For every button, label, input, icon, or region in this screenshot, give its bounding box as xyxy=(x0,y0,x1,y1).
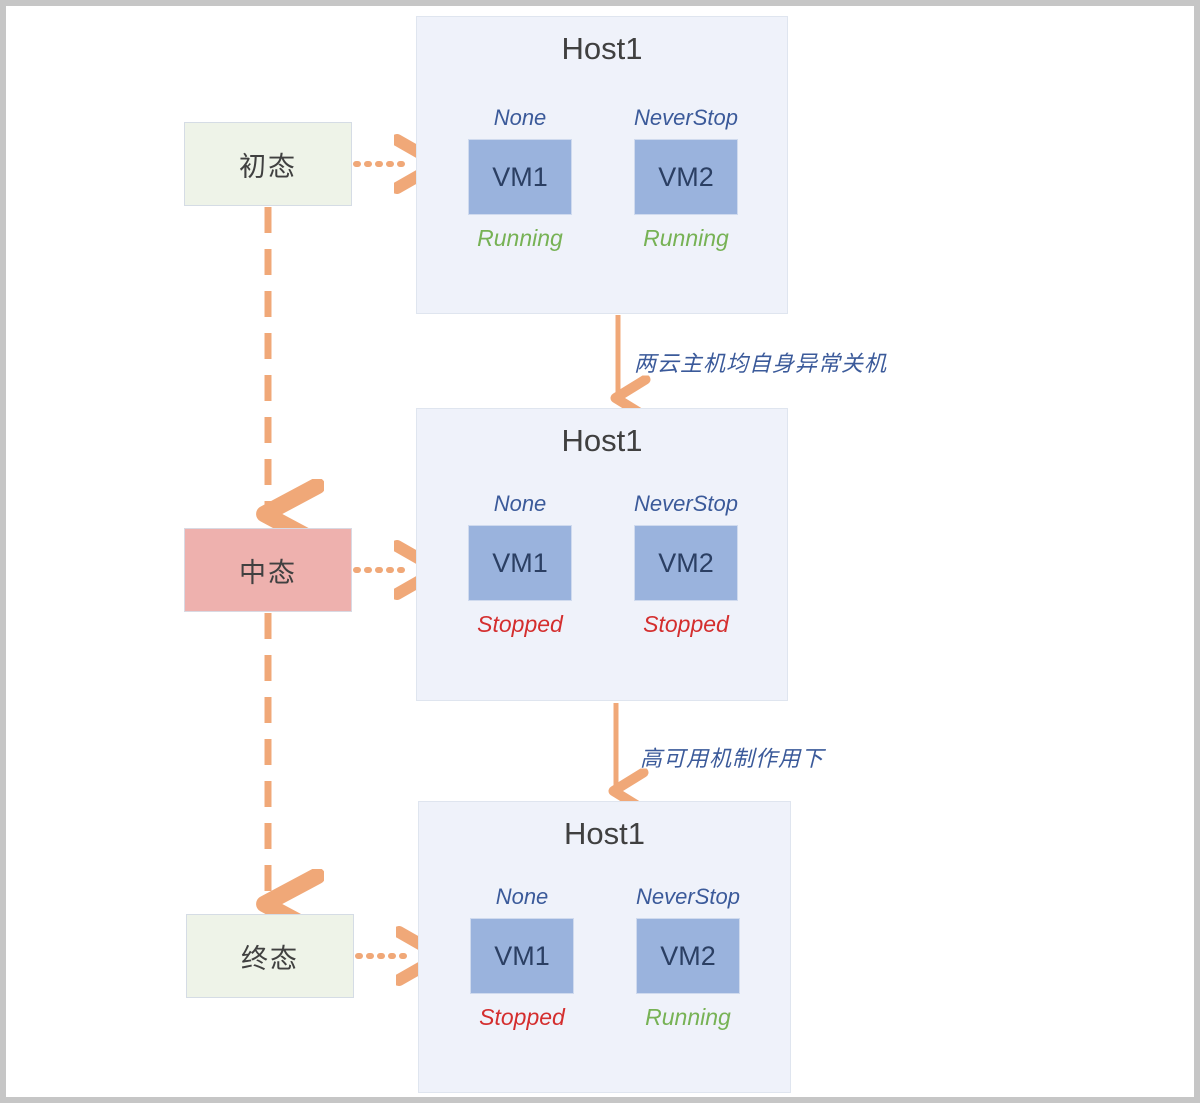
vm-block-stage-3-vm2[interactable]: VM2 xyxy=(636,918,740,994)
state-box-final[interactable]: 终态 xyxy=(186,914,354,998)
vm-status-stage-3-vm1: Stopped xyxy=(479,1004,565,1030)
state-label-init: 初态 xyxy=(239,151,297,182)
vm-status-stage-3-vm2: Running xyxy=(645,1004,731,1030)
host-box-stage-3[interactable]: Host1 None VM1 Stopped NeverStop VM2 Run… xyxy=(418,801,791,1093)
state-box-init[interactable]: 初态 xyxy=(184,122,352,206)
host-box-stage-1[interactable]: Host1 None VM1 Running NeverStop VM2 Run… xyxy=(416,16,788,314)
vm-status-stage-2-vm1: Stopped xyxy=(477,611,563,637)
host-box-stage-2[interactable]: Host1 None VM1 Stopped NeverStop VM2 Sto… xyxy=(416,408,788,701)
vm-policy-stage-3-vm1: None xyxy=(495,884,549,909)
vm-column-stage-1-vm1: None VM1 Running xyxy=(445,105,595,252)
vm-column-stage-3-vm1: None VM1 Stopped xyxy=(447,884,597,1031)
vm-block-stage-3-vm1[interactable]: VM1 xyxy=(470,918,574,994)
vm-policy-stage-1-vm1: None xyxy=(493,105,547,130)
state-label-mid: 中态 xyxy=(239,557,297,588)
host-title-stage-2: Host1 xyxy=(561,423,643,458)
state-label-final: 终态 xyxy=(241,943,299,974)
transition-label-2: 高可用机制作用下 xyxy=(640,746,825,771)
vm-block-stage-1-vm2[interactable]: VM2 xyxy=(634,139,738,215)
vm-policy-stage-2-vm1: None xyxy=(493,491,547,516)
vm-block-stage-2-vm1[interactable]: VM1 xyxy=(468,525,572,601)
host-title-stage-1: Host1 xyxy=(561,31,643,66)
vm-status-stage-1-vm2: Running xyxy=(643,225,729,251)
vm-column-stage-2-vm2: NeverStop VM2 Stopped xyxy=(611,491,761,638)
vm-column-stage-2-vm1: None VM1 Stopped xyxy=(445,491,595,638)
vm-column-stage-1-vm2: NeverStop VM2 Running xyxy=(611,105,761,252)
state-box-mid[interactable]: 中态 xyxy=(184,528,352,612)
vm-status-stage-2-vm2: Stopped xyxy=(643,611,729,637)
transition-label-1: 两云主机均自身异常关机 xyxy=(634,351,888,376)
vm-policy-stage-1-vm2: NeverStop xyxy=(634,105,738,130)
vm-policy-stage-2-vm2: NeverStop xyxy=(634,491,738,516)
vm-status-stage-1-vm1: Running xyxy=(477,225,563,251)
host-title-stage-3: Host1 xyxy=(564,816,645,851)
vm-column-stage-3-vm2: NeverStop VM2 Running xyxy=(613,884,763,1031)
vm-policy-stage-3-vm2: NeverStop xyxy=(636,884,740,909)
vm-block-stage-1-vm1[interactable]: VM1 xyxy=(468,139,572,215)
vm-block-stage-2-vm2[interactable]: VM2 xyxy=(634,525,738,601)
